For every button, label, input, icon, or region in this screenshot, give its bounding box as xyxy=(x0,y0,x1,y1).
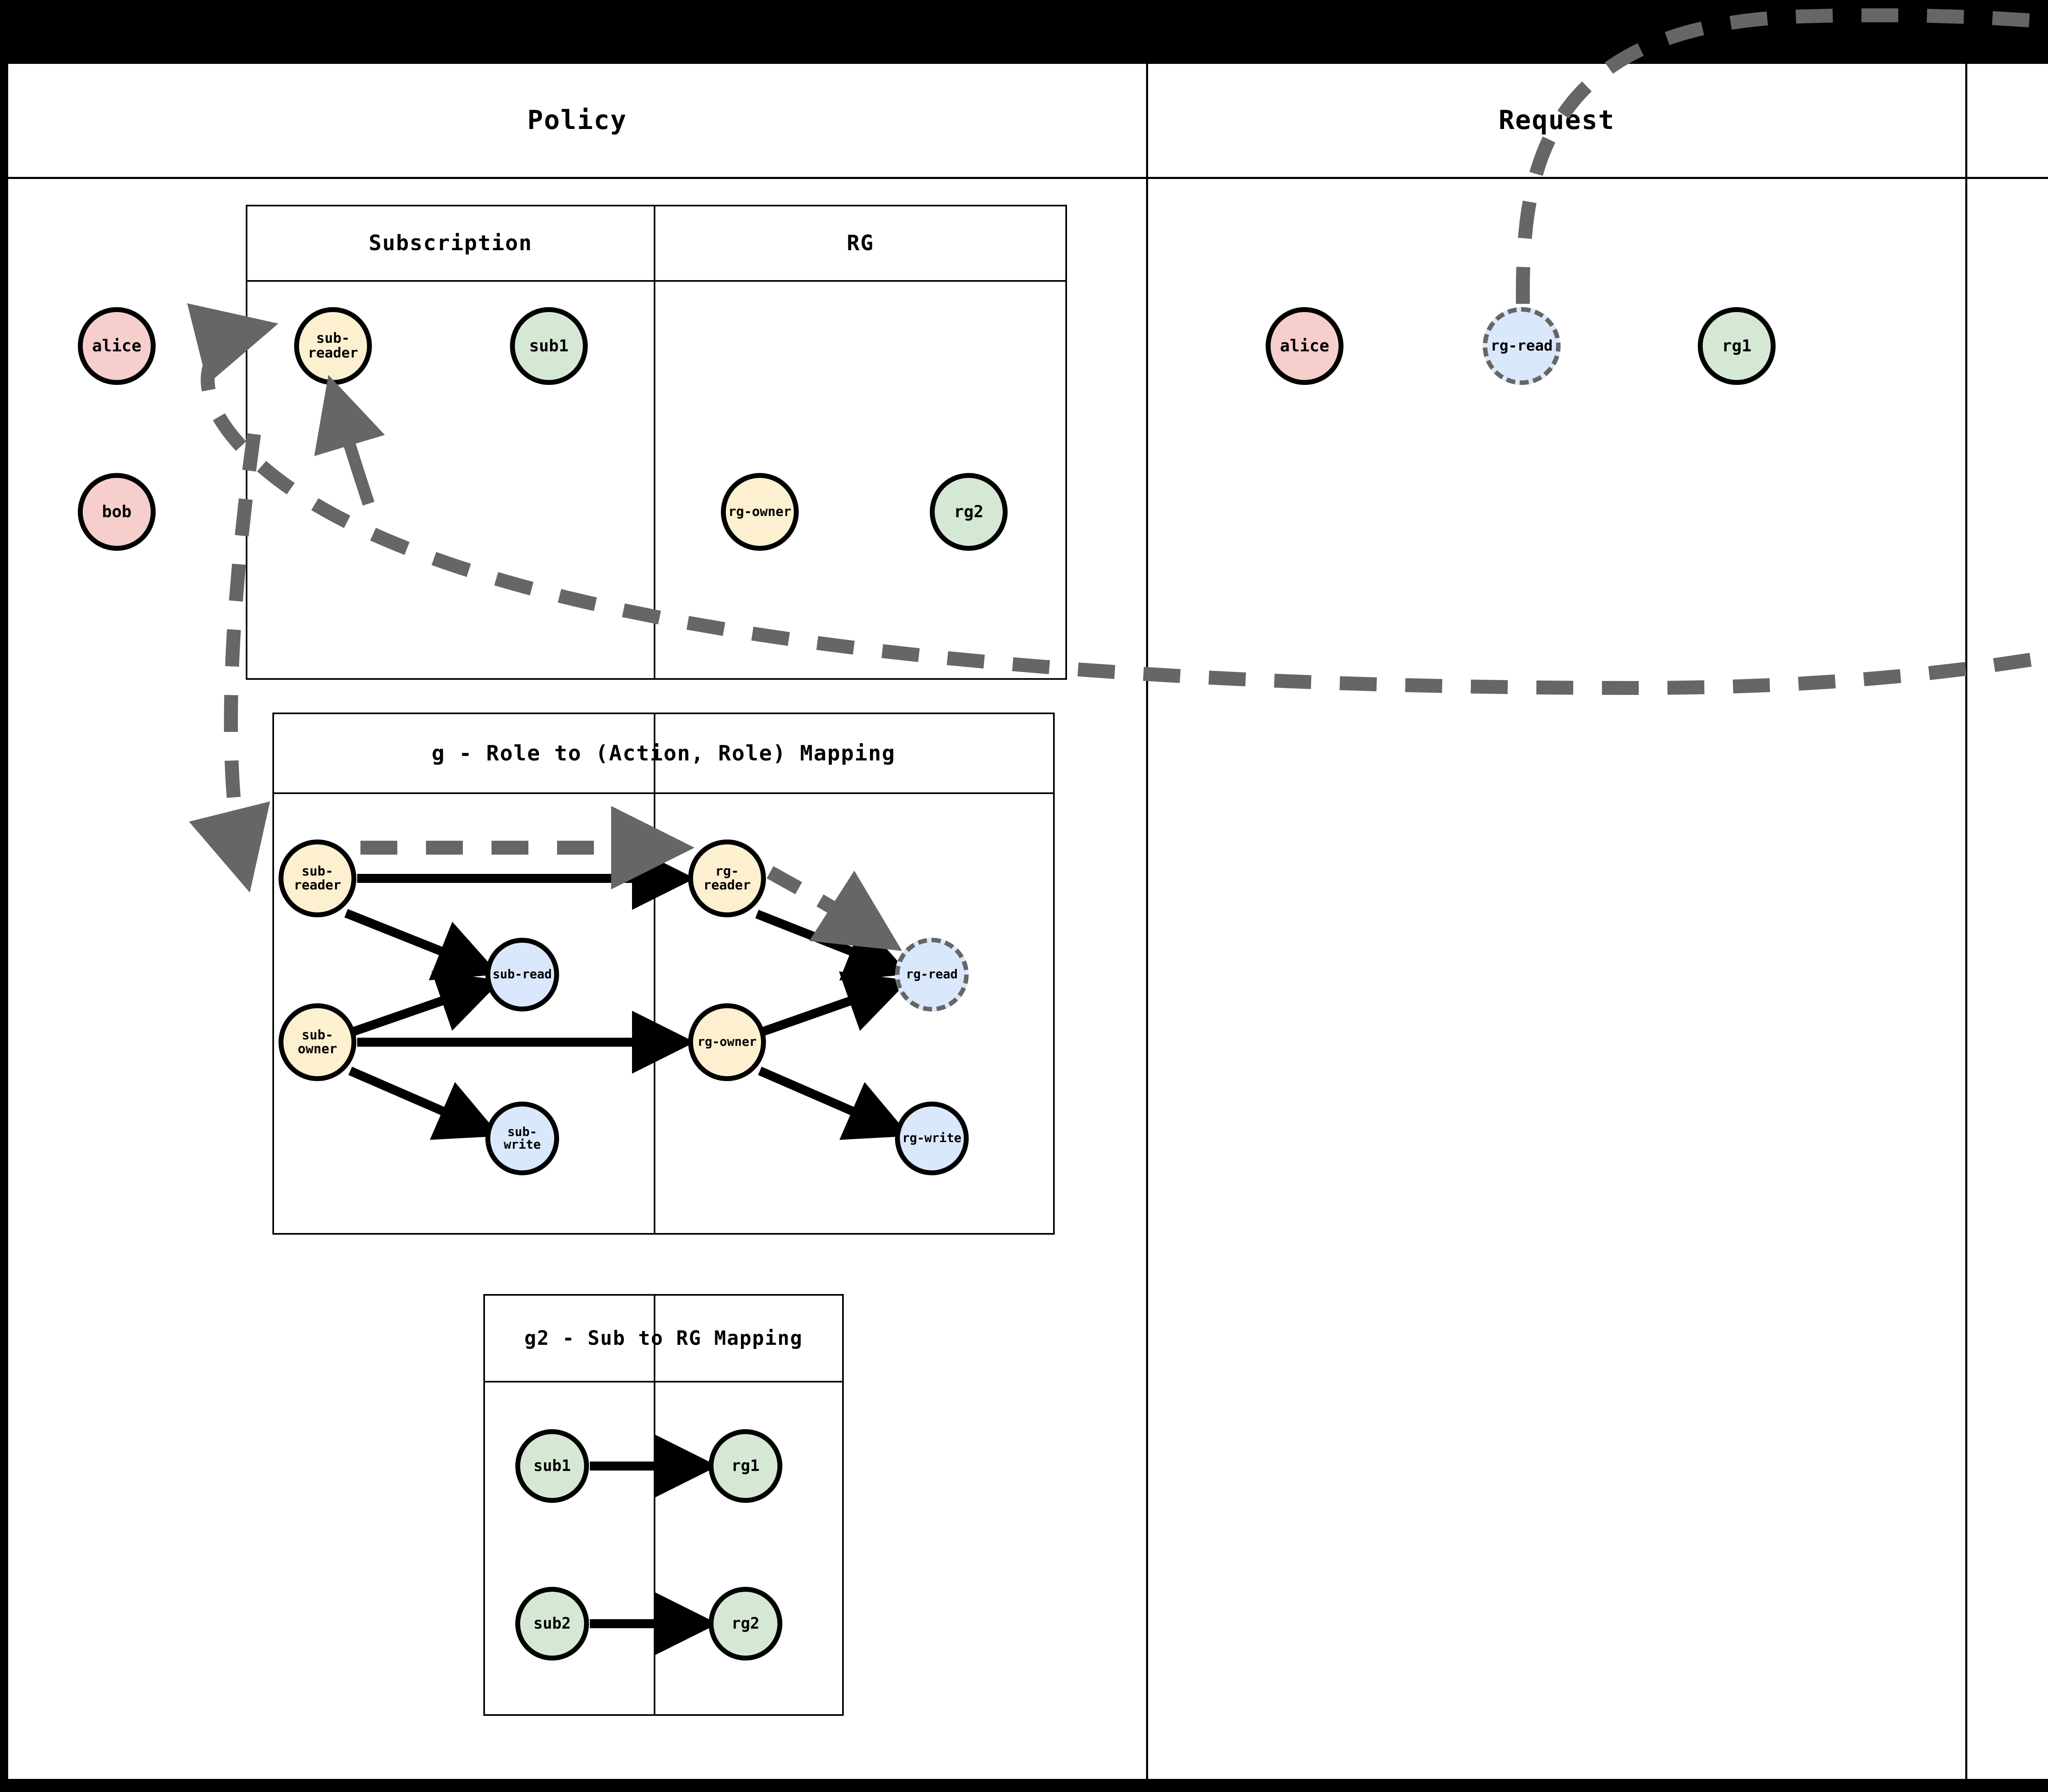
g2-node-rg1[interactable]: rg1 xyxy=(709,1429,782,1503)
node-label: rg1 xyxy=(1722,337,1752,355)
g2-node-rg2[interactable]: rg2 xyxy=(709,1587,782,1661)
g2-mapping-title: g2 - Sub to RG Mapping xyxy=(524,1326,803,1350)
g-node-rg-owner[interactable]: rg-owner xyxy=(688,1003,766,1081)
node-label: sub1 xyxy=(529,337,569,355)
g-node-rg-read[interactable]: rg-read xyxy=(895,938,969,1011)
node-label: sub2 xyxy=(533,1614,571,1633)
node-label: sub-reader xyxy=(308,330,358,361)
node-label: sub-owner xyxy=(297,1027,338,1057)
policy-node-sub-reader[interactable]: sub-reader xyxy=(294,307,372,385)
g-node-sub-write[interactable]: sub-write xyxy=(485,1102,559,1175)
g2-mapping-box xyxy=(483,1294,844,1716)
panel-title-matching: Matching xyxy=(1967,64,2048,177)
request-node-rg1[interactable]: rg1 xyxy=(1698,307,1776,385)
node-label: rg-reader xyxy=(703,863,751,893)
node-label: sub-read xyxy=(492,967,552,982)
divider-request-matching xyxy=(1965,64,1967,1779)
g2-node-sub1[interactable]: sub1 xyxy=(515,1429,589,1503)
node-label: sub1 xyxy=(533,1457,571,1475)
node-label: rg-owner xyxy=(697,1035,757,1050)
g-mapping-column-rule xyxy=(654,713,655,1235)
policy-node-bob[interactable]: bob xyxy=(78,473,156,551)
panel-title-policy: Policy xyxy=(527,105,627,136)
column-header-rg: RG xyxy=(847,231,874,256)
node-label: alice xyxy=(1280,337,1330,355)
node-label: rg1 xyxy=(731,1457,760,1475)
policy-node-sub1[interactable]: sub1 xyxy=(510,307,588,385)
g-node-sub-reader[interactable]: sub-reader xyxy=(279,839,356,917)
g-mapping-box xyxy=(272,713,1055,1235)
g-mapping-header-rule xyxy=(272,792,1055,794)
node-label: sub-reader xyxy=(294,863,341,893)
header-separator xyxy=(8,177,2048,179)
node-label: rg2 xyxy=(731,1614,760,1633)
divider-policy-request xyxy=(1146,64,1148,1779)
policy-node-rg-owner[interactable]: rg-owner xyxy=(721,473,799,551)
node-label: bob xyxy=(102,502,132,521)
column-header-subscription: Subscription xyxy=(369,231,532,256)
policy-node-rg2[interactable]: rg2 xyxy=(930,473,1008,551)
g-node-sub-read[interactable]: sub-read xyxy=(485,938,559,1011)
request-node-alice[interactable]: alice xyxy=(1266,307,1343,385)
node-label: rg-write xyxy=(902,1131,962,1146)
panel-title-request: Request xyxy=(1498,105,1615,136)
g2-mapping-column-rule xyxy=(654,1294,655,1716)
node-label: rg-owner xyxy=(728,504,792,520)
node-label: alice xyxy=(92,337,142,355)
g-node-rg-reader[interactable]: rg-reader xyxy=(688,839,766,917)
policy-node-alice[interactable]: alice xyxy=(78,307,156,385)
node-label: rg2 xyxy=(954,502,984,521)
g-node-rg-write[interactable]: rg-write xyxy=(895,1102,969,1175)
request-node-rg-read[interactable]: rg-read xyxy=(1483,307,1561,385)
node-label: rg-read xyxy=(906,967,958,982)
node-label: rg-read xyxy=(1491,337,1553,355)
g-mapping-title: g - Role to (Action, Role) Mapping xyxy=(431,741,896,766)
g2-node-sub2[interactable]: sub2 xyxy=(515,1587,589,1661)
policy-table-header-rule xyxy=(246,280,1067,282)
g2-mapping-header-rule xyxy=(483,1381,844,1382)
g-node-sub-owner[interactable]: sub-owner xyxy=(279,1003,356,1081)
node-label: sub-write xyxy=(503,1125,541,1152)
